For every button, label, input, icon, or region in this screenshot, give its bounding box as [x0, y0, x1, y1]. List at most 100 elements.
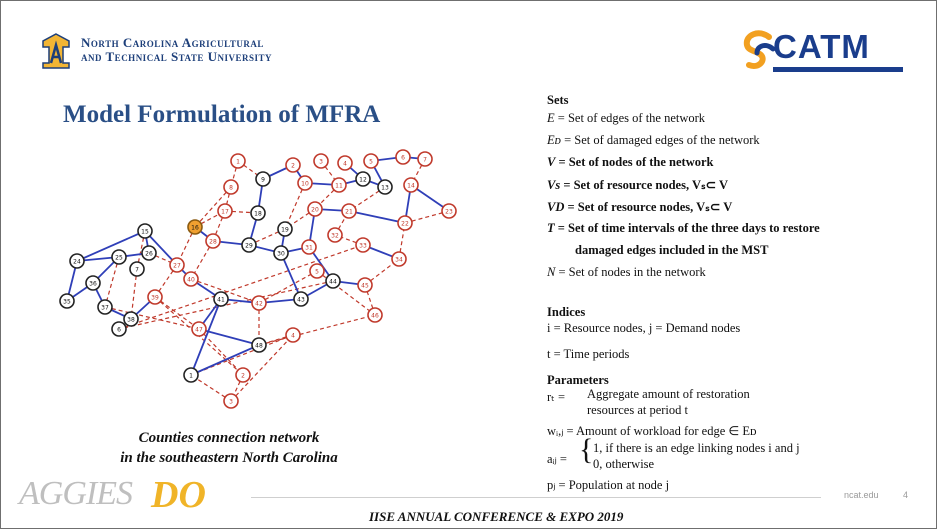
- network-node: 32: [327, 227, 343, 243]
- network-node-label: 1: [236, 159, 240, 166]
- damaged-edge: [104, 256, 120, 308]
- network-node-label: 20: [311, 207, 319, 214]
- network-node-label: 41: [217, 297, 225, 304]
- set-item: V = Set of nodes of the network: [547, 155, 714, 169]
- network-node: 34: [391, 251, 407, 267]
- network-node: 48: [251, 337, 267, 353]
- network-node: 13: [377, 179, 393, 195]
- network-node-label: 8: [229, 185, 233, 192]
- damaged-edge: [230, 334, 294, 402]
- conference-name: IISE ANNUAL CONFERENCE & EXPO 2019: [369, 509, 624, 524]
- network-node: 6: [111, 321, 127, 337]
- param-r-text2: resources at period t: [587, 403, 689, 417]
- network-node: 21: [341, 203, 357, 219]
- network-edge: [280, 252, 302, 300]
- caption-line1: Counties connection network: [138, 430, 320, 446]
- network-node-label: 3: [319, 159, 323, 166]
- footer-divider: [251, 497, 821, 498]
- network-node: 12: [355, 171, 371, 187]
- damaged-edge: [118, 244, 364, 330]
- network-node: 14: [403, 177, 419, 193]
- network-node: 29: [241, 237, 257, 253]
- network-node-label: 2: [241, 373, 245, 380]
- network-node-label: 28: [209, 239, 217, 246]
- network-node-label: 39: [151, 295, 159, 302]
- university-name-line2: and Technical State University: [81, 49, 272, 64]
- network-node-label: 44: [329, 279, 337, 286]
- network-node-label: 31: [305, 245, 313, 252]
- network-node-label: 38: [127, 317, 135, 324]
- network-node-label: 34: [395, 257, 403, 264]
- damaged-edge: [212, 210, 226, 242]
- set-item-continuation: damaged edges included in the MST: [575, 243, 769, 257]
- network-node: 37: [97, 299, 113, 315]
- damaged-edge: [190, 334, 294, 376]
- network-node-label: 16: [191, 225, 199, 232]
- footer-url: ncat.edu: [844, 490, 879, 500]
- set-item: T = Set of time intervals of the three d…: [547, 221, 820, 235]
- network-node: 26: [141, 245, 157, 261]
- network-node-label: 32: [331, 233, 339, 240]
- network-node-label: 29: [245, 243, 253, 250]
- network-node: 15: [137, 223, 153, 239]
- network-node: 19: [277, 221, 293, 237]
- network-node-label: 11: [335, 183, 343, 190]
- network-node: 4: [337, 155, 353, 171]
- network-node: 24: [69, 253, 85, 269]
- param-a-case2: 0, otherwise: [593, 457, 655, 471]
- network-node: 28: [205, 233, 221, 249]
- catm-logo-text: CATM: [773, 28, 870, 65]
- indices-line2: t = Time periods: [547, 347, 630, 361]
- network-edge: [348, 210, 406, 224]
- network-node-label: 18: [254, 211, 262, 218]
- network-node-label: 5: [369, 159, 373, 166]
- network-node: 44: [325, 273, 341, 289]
- set-item: Eᴅ = Set of damaged edges of the network: [547, 133, 760, 147]
- network-node-label: 12: [359, 177, 367, 184]
- damaged-edge: [258, 314, 376, 346]
- network-edge: [190, 298, 222, 376]
- network-node-label: 7: [423, 157, 427, 164]
- network-node: 16: [187, 219, 203, 235]
- network-node: 40: [183, 271, 199, 287]
- network-node: 25: [111, 249, 127, 265]
- network-node: 33: [355, 237, 371, 253]
- network-node: 1: [183, 367, 199, 383]
- network-node: 11: [331, 177, 347, 193]
- network-node: 46: [367, 307, 383, 323]
- network-caption: Counties connection network in the south…: [69, 428, 389, 468]
- network-node-label: 42: [255, 301, 263, 308]
- network-node: 2: [285, 157, 301, 173]
- network-node: 27: [169, 257, 185, 273]
- network-edge: [76, 230, 146, 262]
- network-node-label: 26: [145, 251, 153, 258]
- network-node-label: 37: [101, 305, 109, 312]
- network-node: 36: [85, 275, 101, 291]
- network-node-label: 33: [359, 243, 367, 250]
- network-node-label: 6: [401, 155, 405, 162]
- param-a-case1: 1, if there is an edge linking nodes i a…: [593, 441, 800, 455]
- aggies-do-wordmark: DO: [151, 474, 206, 516]
- network-node: 41: [213, 291, 229, 307]
- network-node-label: 22: [401, 221, 409, 228]
- param-r-text1: Aggregate amount of restoration: [587, 387, 750, 401]
- network-node: 7: [129, 261, 145, 277]
- param-w-line: wᵢ,ⱼ = Amount of workload for edge ∈ Eᴅ: [547, 424, 757, 438]
- caption-line2: in the southeastern North Carolina: [120, 450, 338, 466]
- network-node-label: 3: [229, 399, 233, 406]
- catm-logo-icon: [743, 30, 776, 69]
- damaged-edge: [130, 268, 138, 320]
- catm-logo-tagline-bar: [773, 67, 903, 72]
- network-node-label: 9: [261, 177, 265, 184]
- university-name-line1: North Carolina Agricultural: [81, 35, 264, 50]
- network-node-label: 17: [221, 209, 229, 216]
- indices-line1: i = Resource nodes, j = Demand nodes: [547, 321, 741, 335]
- network-node: 39: [147, 289, 163, 305]
- indices-heading: Indices: [547, 305, 586, 319]
- network-node: 9: [255, 171, 271, 187]
- param-p-line: pⱼ = Population at node j: [547, 478, 670, 492]
- network-edge: [190, 344, 260, 376]
- network-node: 1: [230, 153, 246, 169]
